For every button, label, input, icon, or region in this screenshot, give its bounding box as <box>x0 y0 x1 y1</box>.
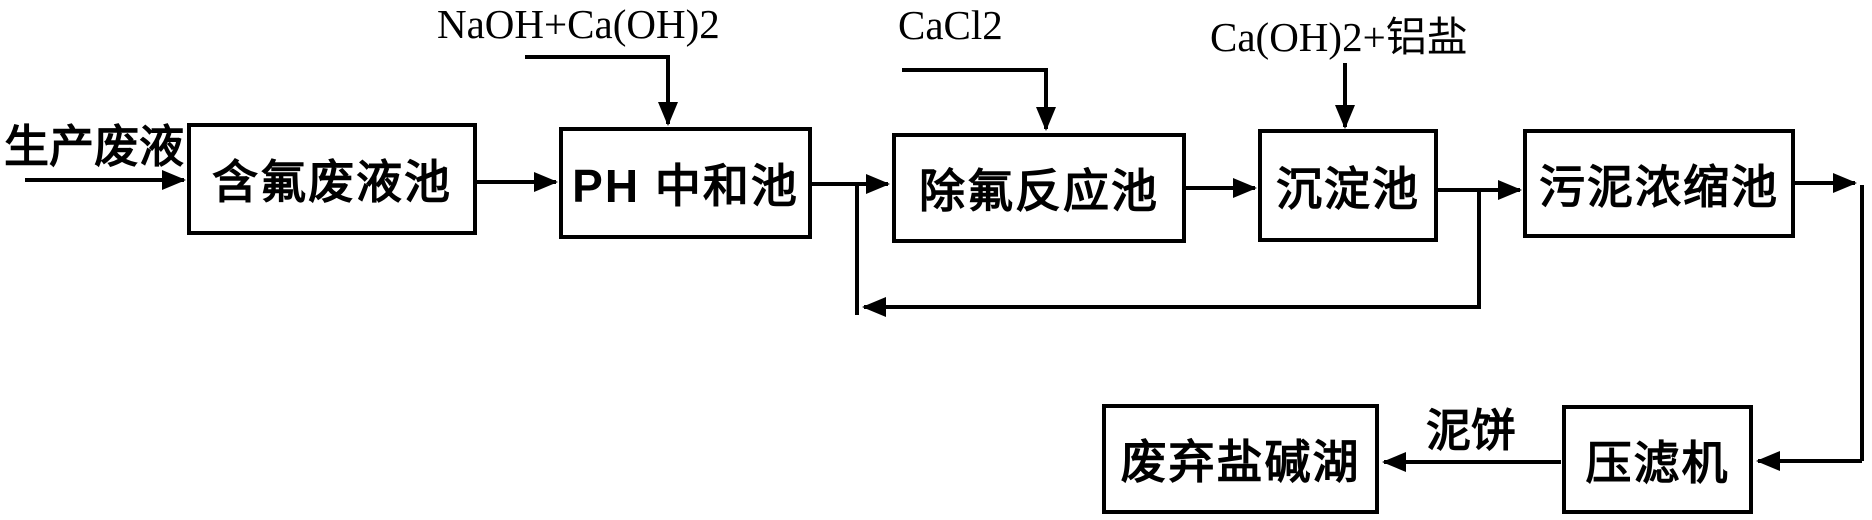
box-ph-neutralization-pool: PH 中和池 <box>559 127 812 239</box>
source-stream-label: 生产废液 <box>4 121 185 172</box>
box-sludge-thickening-pool-label: 污泥浓缩池 <box>1539 160 1779 213</box>
reagent-label-caoh2-aluminum-salt: Ca(OH)2+铝盐 <box>1210 14 1468 60</box>
box-defluorination-reaction-pool: 除氟反应池 <box>892 133 1186 243</box>
arrow-naoh-feed <box>525 55 678 126</box>
box-fluoride-waste-pool: 含氟废液池 <box>187 123 477 235</box>
box-fluoride-waste-pool-label: 含氟废液池 <box>212 156 452 208</box>
box-filter-press-label: 压滤机 <box>1585 436 1730 489</box>
box-abandoned-salt-alkali-lake: 废弃盐碱湖 <box>1102 404 1379 514</box>
box-filter-press: 压滤机 <box>1562 405 1753 514</box>
arrow-cacl2-feed <box>902 68 1056 131</box>
box-ph-neutralization-pool-label: PH 中和池 <box>572 160 799 212</box>
box-sedimentation-pool-label: 沉淀池 <box>1276 162 1420 215</box>
box-sludge-thickening-pool: 污泥浓缩池 <box>1523 129 1795 238</box>
reagent-label-cacl2: CaCl2 <box>898 2 1003 48</box>
mud-cake-label: 泥饼 <box>1426 405 1517 456</box>
box-sedimentation-pool: 沉淀池 <box>1258 129 1438 242</box>
reagent-label-naoh-caoh2: NaOH+Ca(OH)2 <box>437 1 720 47</box>
box-abandoned-salt-alkali-lake-label: 废弃盐碱湖 <box>1120 436 1361 488</box>
box-defluorination-reaction-pool-label: 除氟反应池 <box>919 165 1159 217</box>
